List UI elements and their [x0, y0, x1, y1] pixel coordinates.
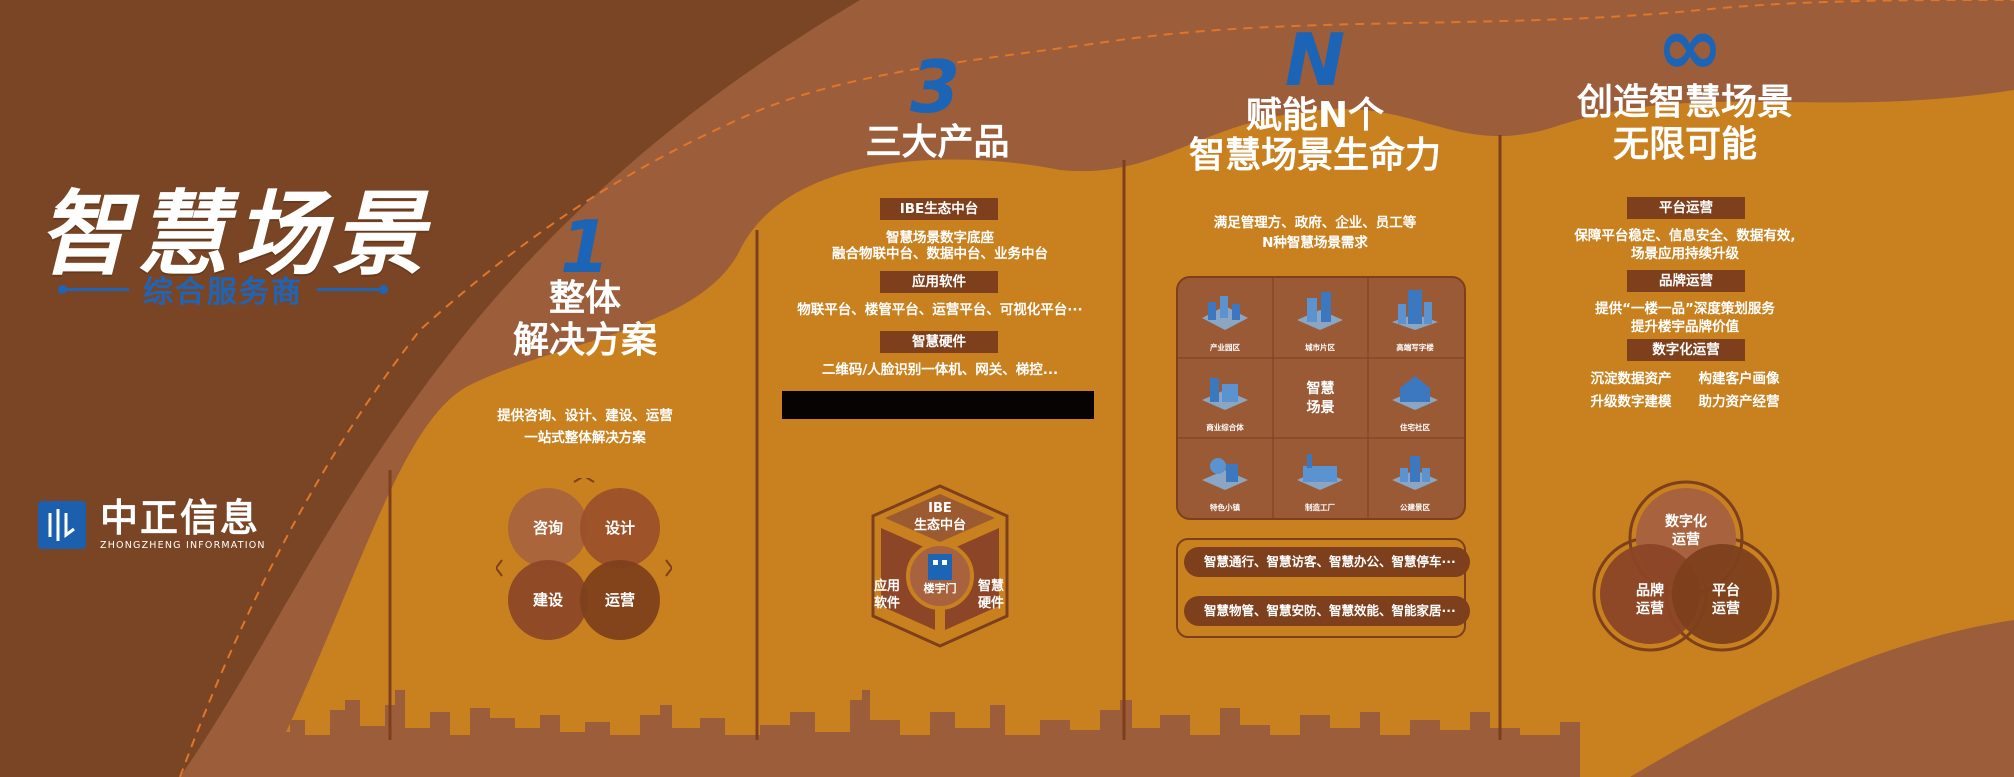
col1-circle-label-1: 咨询: [532, 519, 563, 537]
venn-left-line2: 运营: [1636, 601, 1664, 617]
col4-platform-line2: 场景应用持续升级: [1631, 246, 1739, 262]
scene-city-district: 城市片区: [1273, 278, 1367, 358]
hex-left-line1: 应用: [873, 579, 900, 594]
hero-title: 智慧场景: [38, 181, 431, 288]
hero-subtitle-banner: 综合服务商: [58, 268, 388, 310]
hex-right-line2: 硬件: [977, 596, 1004, 611]
scene-center-line2: 场景: [1306, 400, 1335, 416]
col1-desc-line1: 提供咨询、设计、建设、运营: [497, 408, 673, 424]
col1-circle-label-2: 设计: [604, 519, 635, 537]
hex-top-line1: IBE: [928, 501, 952, 516]
scene-town: 特色小镇: [1178, 438, 1272, 518]
col1-heading-line2: 解决方案: [512, 320, 657, 361]
col3-number: N: [1284, 18, 1346, 102]
col4-brand-line2: 提升楼宇品牌价值: [1631, 319, 1739, 335]
scene-label: 产业园区: [1210, 343, 1240, 352]
col1-number: 1: [559, 205, 611, 289]
col1-circle-label-4: 运营: [604, 591, 635, 609]
col2-number: 3: [909, 45, 961, 129]
divider-line-right: [317, 284, 388, 294]
col2-tag-ibe: IBE生态中台: [880, 198, 998, 220]
scene-scenic-area: 公建景区: [1368, 438, 1462, 518]
col2-software-line1: 物联平台、楼管平台、运营平台、可视化平台···: [797, 302, 1083, 318]
office-tower-icon: [1392, 290, 1438, 330]
residential-icon: [1392, 376, 1438, 410]
col2-ibe-line2: 融合物联中台、数据中台、业务中台: [832, 246, 1048, 262]
col1-circles-diagram: [496, 478, 672, 640]
commercial-complex-icon: [1202, 378, 1248, 410]
col4-venn-diagram: [1592, 480, 1780, 652]
col3-desc-line1: 满足管理方、政府、企业、员工等: [1213, 215, 1417, 231]
col2-tag-software: 应用软件: [880, 271, 998, 293]
logo-name-en: ZHONGZHENG INFORMATION: [100, 540, 266, 551]
divider-line-left: [58, 284, 129, 294]
hero-subtitle: 综合服务商: [143, 275, 303, 310]
col4-heading-line1: 创造智慧场景: [1576, 82, 1793, 123]
scene-label: 特色小镇: [1210, 503, 1240, 512]
scene-office-tower: 高端写字楼: [1368, 278, 1462, 358]
scenic-area-icon: [1392, 456, 1438, 490]
col2-tag-hardware: 智慧硬件: [880, 331, 998, 353]
col3-heading-line1: 赋能N个: [1245, 95, 1385, 136]
logo-name-cn: 中正信息: [100, 496, 261, 540]
hex-center-label: 楼宇门: [923, 582, 957, 595]
redacted-bar: [782, 391, 1094, 419]
hex-right-line1: 智慧: [977, 579, 1004, 594]
col4-heading-line2: 无限可能: [1612, 124, 1757, 165]
scene-industrial-park: 产业园区: [1178, 278, 1272, 358]
scene-label: 商业综合体: [1206, 423, 1244, 432]
scene-factory: 制造工厂: [1273, 438, 1367, 518]
col4-platform-line1: 保障平台稳定、信息安全、数据有效,: [1574, 228, 1796, 244]
logo-mark-icon: [38, 500, 86, 549]
factory-icon: [1297, 454, 1343, 490]
col3-pill-1: 智慧通行、智慧访客、智慧办公、智慧停车···: [1184, 547, 1470, 577]
venn-top-line2: 运营: [1672, 532, 1700, 548]
scene-commercial-complex: 商业综合体: [1178, 358, 1272, 438]
col1-heading-line1: 整体: [548, 278, 621, 319]
scene-label: 住宅社区: [1400, 423, 1430, 432]
col3-heading-line2: 智慧场景生命力: [1188, 135, 1441, 176]
col1-desc-line2: 一站式整体解决方案: [524, 430, 646, 446]
town-icon: [1202, 458, 1248, 490]
col4-number: ∞: [1656, 0, 1724, 93]
venn-top-line1: 数字化: [1665, 514, 1707, 530]
company-logo: 中正信息 ZHONGZHENG INFORMATION: [38, 498, 266, 551]
col4-tag-brand: 品牌运营: [1627, 270, 1745, 292]
hex-left-line2: 软件: [873, 596, 900, 611]
col2-hexagon-diagram: [871, 484, 1009, 648]
scene-residential: 住宅社区: [1368, 358, 1462, 438]
col4-digital-line1: 沉淀数据资产 构建客户画像: [1590, 371, 1780, 387]
col3-pill-box: [1176, 538, 1466, 638]
industrial-park-icon: [1202, 296, 1248, 330]
col2-hardware-line1: 二维码/人脸识别一体机、网关、梯控...: [821, 362, 1059, 378]
col4-digital-line2: 升级数字建模 助力资产经营: [1590, 394, 1780, 410]
venn-left-line1: 品牌: [1636, 583, 1664, 599]
hex-top-line2: 生态中台: [913, 518, 966, 533]
venn-right-line2: 运营: [1712, 601, 1740, 617]
scene-label: 公建景区: [1400, 503, 1430, 512]
col3-pill-2: 智慧物管、智慧安防、智慧效能、智能家居···: [1184, 596, 1470, 626]
col2-heading: 三大产品: [865, 122, 1010, 163]
venn-right-line1: 平台: [1712, 583, 1740, 599]
scene-label: 制造工厂: [1305, 503, 1335, 512]
city-district-icon: [1297, 292, 1343, 330]
col4-tag-digital: 数字化运营: [1627, 339, 1745, 361]
scene-grid-lines: [1178, 278, 1464, 518]
col4-tag-platform: 平台运营: [1627, 197, 1745, 219]
scene-grid: 产业园区 城市片区 高端写字楼 商业综合体 智慧 场景 住宅社区 特色小镇 制造…: [1176, 276, 1466, 520]
scene-label: 高端写字楼: [1396, 343, 1434, 352]
col4-brand-line1: 提供“一楼一品”深度策划服务: [1595, 301, 1775, 317]
col1-circle-label-3: 建设: [532, 591, 563, 609]
col3-desc-line2: N种智慧场景需求: [1262, 235, 1368, 251]
scene-center-line1: 智慧: [1306, 381, 1335, 397]
scene-label: 城市片区: [1305, 343, 1335, 352]
col2-ibe-line1: 智慧场景数字底座: [886, 230, 994, 246]
